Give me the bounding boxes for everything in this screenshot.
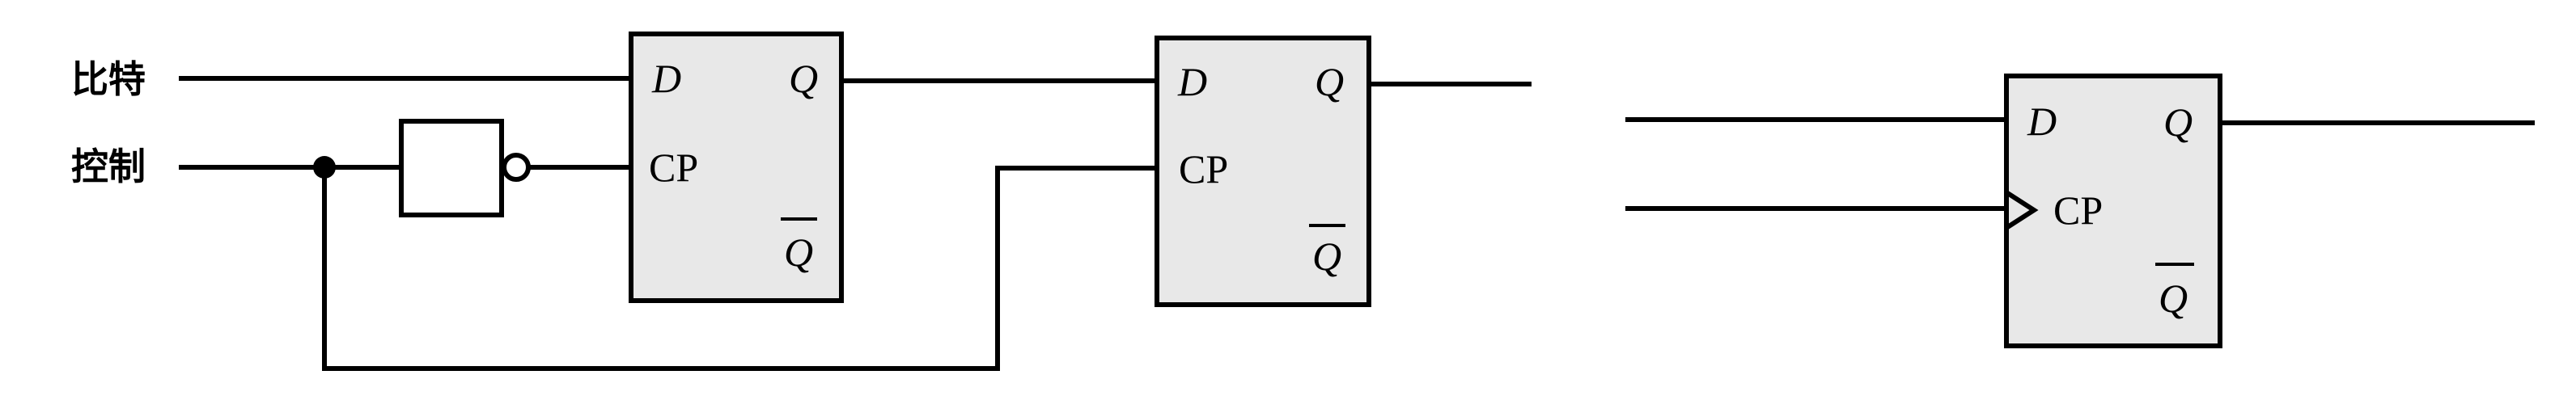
not-gate bbox=[399, 119, 504, 217]
d-flip-flop-3: D Q CP Q bbox=[2004, 74, 2222, 348]
flip-flop-1-body bbox=[629, 32, 844, 303]
flip-flop-3-d-pin: D bbox=[2027, 99, 2057, 144]
flip-flop-3-body bbox=[2004, 74, 2222, 348]
d-flip-flop-2: D Q CP Q bbox=[1155, 36, 1371, 307]
clock-edge-triangle-icon bbox=[2005, 190, 2039, 230]
right-flip-flop-symbol: D Q CP Q bbox=[1625, 74, 2535, 348]
flip-flop-2-q-pin: Q bbox=[1315, 59, 1344, 104]
flip-flop-2-cp-pin: CP bbox=[1179, 146, 1228, 192]
d-flip-flop-1: D Q CP Q bbox=[629, 32, 844, 303]
flip-flop-1-cp-pin: CP bbox=[649, 145, 698, 190]
bit-label: 比特 bbox=[71, 57, 146, 101]
flip-flop-1-qbar-pin: Q bbox=[784, 230, 813, 275]
flip-flop-2-body bbox=[1155, 36, 1371, 307]
left-circuit: 比特 控制 D Q CP Q D Q CP Q bbox=[71, 32, 1532, 371]
flip-flop-3-qbar-pin: Q bbox=[2159, 276, 2188, 321]
flip-flop-2-d-pin: D bbox=[1177, 59, 1207, 104]
flip-flop-2-qbar-pin: Q bbox=[1312, 234, 1341, 279]
flip-flop-1-d-pin: D bbox=[651, 56, 681, 101]
not-gate-bubble bbox=[502, 153, 531, 182]
control-label: 控制 bbox=[71, 145, 146, 188]
junction-dot bbox=[313, 156, 336, 179]
control-feedback-wire bbox=[322, 165, 1159, 371]
flip-flop-3-cp-pin: CP bbox=[2053, 187, 2103, 233]
flip-flop-1-q-pin: Q bbox=[789, 56, 818, 101]
flip-flop-3-q-pin: Q bbox=[2163, 99, 2193, 145]
